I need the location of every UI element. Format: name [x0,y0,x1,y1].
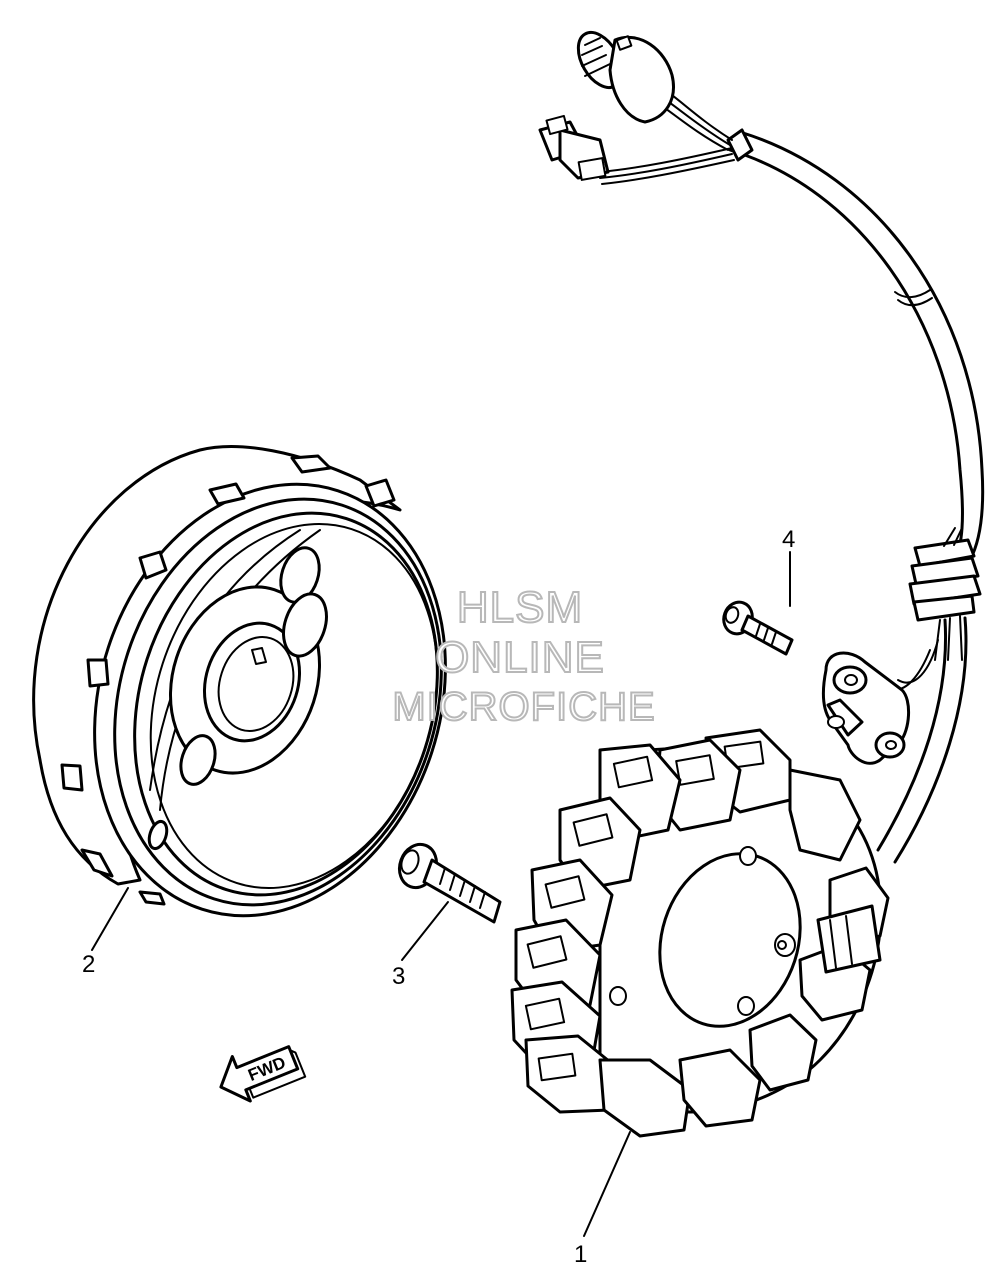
round-connector [576,31,675,124]
watermark-line-1: HLSM [457,583,583,632]
watermark-line-2: ONLINE [435,633,605,682]
watermark-line-3: MICROFICHE [392,685,655,729]
pickup-lead [876,616,968,864]
wiring-harness [599,89,985,562]
stator-bolt [397,842,502,924]
callout-leaders [91,551,791,1237]
pickup-coil [821,651,910,765]
watermark: HLSM ONLINE MICROFICHE [391,582,655,730]
wire-grommet [908,527,982,661]
callout-1: 1 [574,1241,587,1268]
flywheel-rotor [32,445,447,918]
forward-direction-arrow: FWD [219,1045,307,1103]
pickup-screw [722,600,794,656]
callout-3: 3 [392,963,405,990]
callout-2: 2 [82,951,95,978]
callout-4: 4 [782,526,795,553]
stator-assembly [510,728,890,1138]
small-coupler [538,114,610,181]
